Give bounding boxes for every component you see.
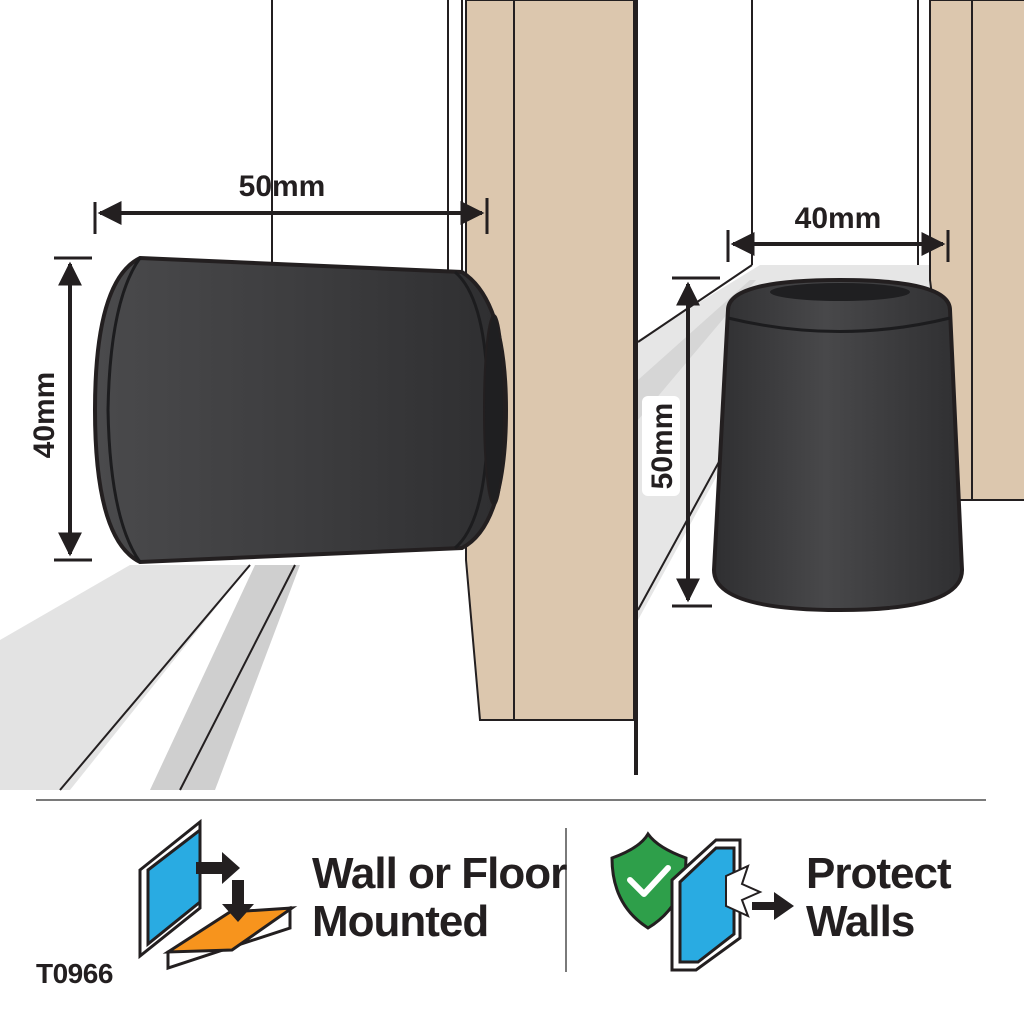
left-scene: 50mm 40mm (0, 0, 635, 791)
floor-band (150, 565, 300, 790)
floor-shadow (0, 565, 250, 790)
width-label-right: 40mm (795, 202, 882, 235)
feature-2-line1: Protect (806, 849, 952, 898)
right-scene: 40mm 50mm (637, 0, 1024, 620)
feature-1-line2: Mounted (312, 897, 489, 946)
wall-floor-mount-icon (138, 818, 298, 971)
width-dimension-right: 40mm (726, 202, 950, 262)
feature-wall-floor-mounted: Wall or Floor Mounted (312, 849, 567, 946)
product-code: T0966 (36, 958, 113, 989)
feature-1-line1: Wall or Floor (312, 849, 567, 898)
door-stopper-vertical (711, 277, 965, 613)
feature-2-line2: Walls (806, 897, 915, 946)
door-face (513, 0, 635, 721)
height-label-right: 50mm (646, 403, 679, 490)
feature-protect-walls: Protect Walls (806, 849, 952, 946)
width-label-left: 50mm (239, 170, 326, 203)
height-dimension-right: 50mm (642, 276, 720, 608)
height-label-left: 40mm (28, 372, 61, 459)
door-stopper-horizontal (92, 255, 509, 565)
height-dimension-left: 40mm (28, 256, 92, 562)
protect-walls-icon (610, 831, 794, 972)
door-face-right (971, 0, 1024, 501)
width-dimension-left: 50mm (93, 170, 489, 234)
